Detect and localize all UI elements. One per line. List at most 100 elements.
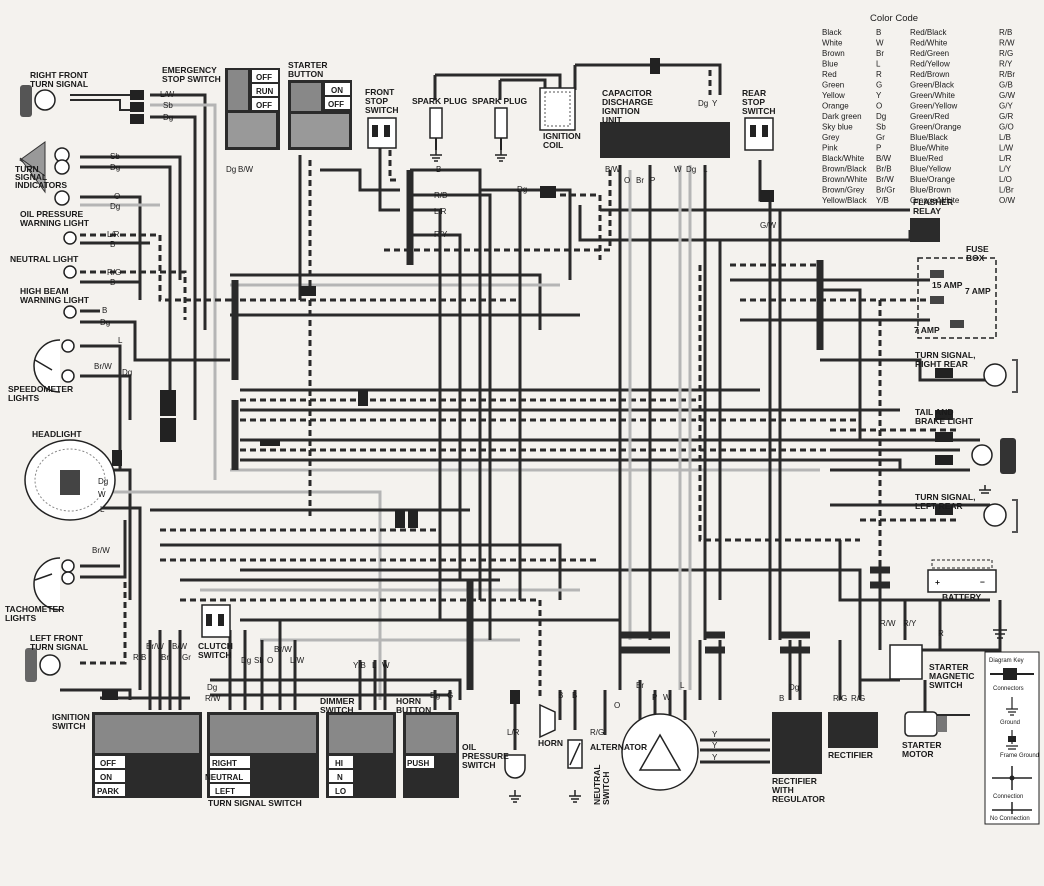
tsrr-label-2: RIGHT REAR: [915, 359, 968, 369]
clutch-switch: CLUTCH SWITCH: [198, 604, 233, 660]
tslr-label-1: TURN SIGNAL,: [915, 492, 975, 502]
key-frame-ground-icon: [1006, 730, 1018, 750]
tail-label-2: BRAKE LIGHT: [915, 416, 974, 426]
wire-label: B: [110, 240, 115, 249]
oil-pressure-switch: OIL PRESSURE SWITCH: [462, 742, 526, 779]
neutral-light: NEUTRAL LIGHT: [10, 231, 79, 279]
wire-label: W: [382, 661, 390, 670]
wire-label: B/W: [605, 165, 621, 174]
wire-label: Br: [161, 653, 169, 662]
color-name: Red/Yellow: [910, 60, 950, 69]
wire-label: B/W: [238, 165, 254, 174]
tail-brake-light: TAIL AND BRAKE LIGHT: [915, 407, 1016, 474]
flasher-label-2: RELAY: [913, 206, 941, 216]
wire-label: R/W: [880, 619, 896, 628]
rectifier: RECTIFIER: [828, 712, 878, 760]
wire-label: R/Y: [434, 230, 448, 239]
color-abbrev: R/W: [999, 39, 1015, 48]
wire-label: Sb: [110, 152, 120, 161]
wire-label: L/W: [290, 656, 305, 665]
rwr-label-3: REGULATOR: [772, 794, 825, 804]
color-name: Blue: [822, 60, 839, 69]
wire-label: Sb: [254, 656, 264, 665]
fuse-7a-label: 7 AMP: [965, 286, 991, 296]
color-abbrev: O: [876, 102, 882, 111]
color-name: Yellow: [822, 91, 845, 100]
wire-label: R/G: [851, 694, 865, 703]
color-code-title: Color Code: [870, 13, 918, 24]
fuse-box: FUSE BOX 15 AMP 7 AMP 7 AMP: [914, 244, 997, 339]
ts-pos-right: RIGHT: [212, 759, 237, 768]
wire-label: Y: [712, 730, 718, 739]
sb-label-2: BUTTON: [288, 69, 323, 79]
wire-label: W: [674, 165, 682, 174]
rwr-label-2: WITH: [772, 785, 794, 795]
color-abbrev: R/G: [999, 49, 1013, 58]
cdi-label-4: UNIT: [602, 115, 623, 125]
wire-label: Dg: [517, 185, 527, 194]
tsi-label-1: TURN: [15, 164, 39, 174]
es-label-1: EMERGENCY: [162, 65, 217, 75]
igsw-label-2: SWITCH: [52, 721, 86, 731]
wire-label: B: [141, 653, 146, 662]
wire-label: Y: [712, 99, 718, 108]
es-pos-off2: OFF: [256, 101, 272, 110]
starter-motor: STARTER MOTOR: [902, 711, 947, 759]
ts-pos-neutral: NEUTRAL: [205, 773, 243, 782]
color-abbrev: Gr: [876, 133, 885, 142]
es-pos-off1: OFF: [256, 73, 272, 82]
color-name: Red/White: [910, 39, 948, 48]
wire-label: L/W: [160, 90, 175, 99]
horn-pos-push: PUSH: [407, 759, 429, 768]
dim-label-1: DIMMER: [320, 696, 354, 706]
dim-pos-lo: LO: [335, 787, 346, 796]
es-pos-run: RUN: [256, 87, 274, 96]
color-name: Blue/Red: [910, 154, 943, 163]
ig-pos-park: PARK: [97, 787, 119, 796]
spark-plug-2-label: SPARK PLUG: [472, 96, 527, 106]
wire-label: L: [372, 661, 377, 670]
wire-label: P: [652, 693, 657, 702]
color-abbrev: G: [876, 81, 882, 90]
alternator-label: ALTERNATOR: [590, 742, 647, 752]
sms-label-3: SWITCH: [929, 680, 963, 690]
tach-label-1: TACHOMETER: [5, 604, 64, 614]
cs-label-2: SWITCH: [198, 650, 232, 660]
wire-label: Dg: [122, 368, 132, 377]
wire-label: B: [110, 278, 115, 287]
color-name: Yellow/Black: [822, 196, 868, 205]
color-abbrev: R/B: [999, 28, 1012, 37]
wire-label: L/R: [507, 728, 520, 737]
emergency-stop-switch: OFF RUN OFF EMERGENCY STOP SWITCH: [162, 65, 280, 150]
right-front-turn-signal-label-2: TURN SIGNAL: [30, 79, 88, 89]
color-name: Brown/Grey: [822, 186, 864, 195]
rear-stop-switch: REAR STOP SWITCH: [742, 88, 776, 151]
alternator: ALTERNATOR: [590, 713, 699, 791]
color-abbrev: Y: [876, 91, 882, 100]
horn-label: HORN: [538, 738, 563, 748]
rwr-label-1: RECTIFIER: [772, 776, 817, 786]
wire-label: R: [133, 653, 139, 662]
key-item-connection: Connection: [993, 794, 1023, 800]
color-name: Pink: [822, 144, 839, 153]
wire-label: B: [436, 165, 441, 174]
wire-label: R/G: [590, 728, 604, 737]
fss-label-1: FRONT: [365, 87, 395, 97]
color-name: Brown/Black: [822, 165, 867, 174]
wire-label: Br/W: [94, 362, 112, 371]
wire-label: L: [680, 681, 685, 690]
color-abbrev: Dg: [876, 112, 886, 121]
wire-label: L/R: [107, 230, 120, 239]
right-front-turn-signal: RIGHT FRONT TURN SIGNAL: [20, 70, 89, 117]
wire-label: Br/W: [92, 546, 110, 555]
right-front-turn-signal-label: RIGHT FRONT: [30, 70, 89, 80]
color-abbrev: L: [876, 60, 881, 69]
battery: + − BATTERY: [927, 559, 997, 602]
speedometer-lights: SPEEDOMETER LIGHTS: [8, 339, 75, 403]
wire-label: Y: [712, 741, 718, 750]
front-stop-switch: FRONT STOP SWITCH: [365, 87, 399, 149]
ns-label-2: SWITCH: [601, 771, 611, 805]
ts-pos-left: LEFT: [215, 787, 235, 796]
